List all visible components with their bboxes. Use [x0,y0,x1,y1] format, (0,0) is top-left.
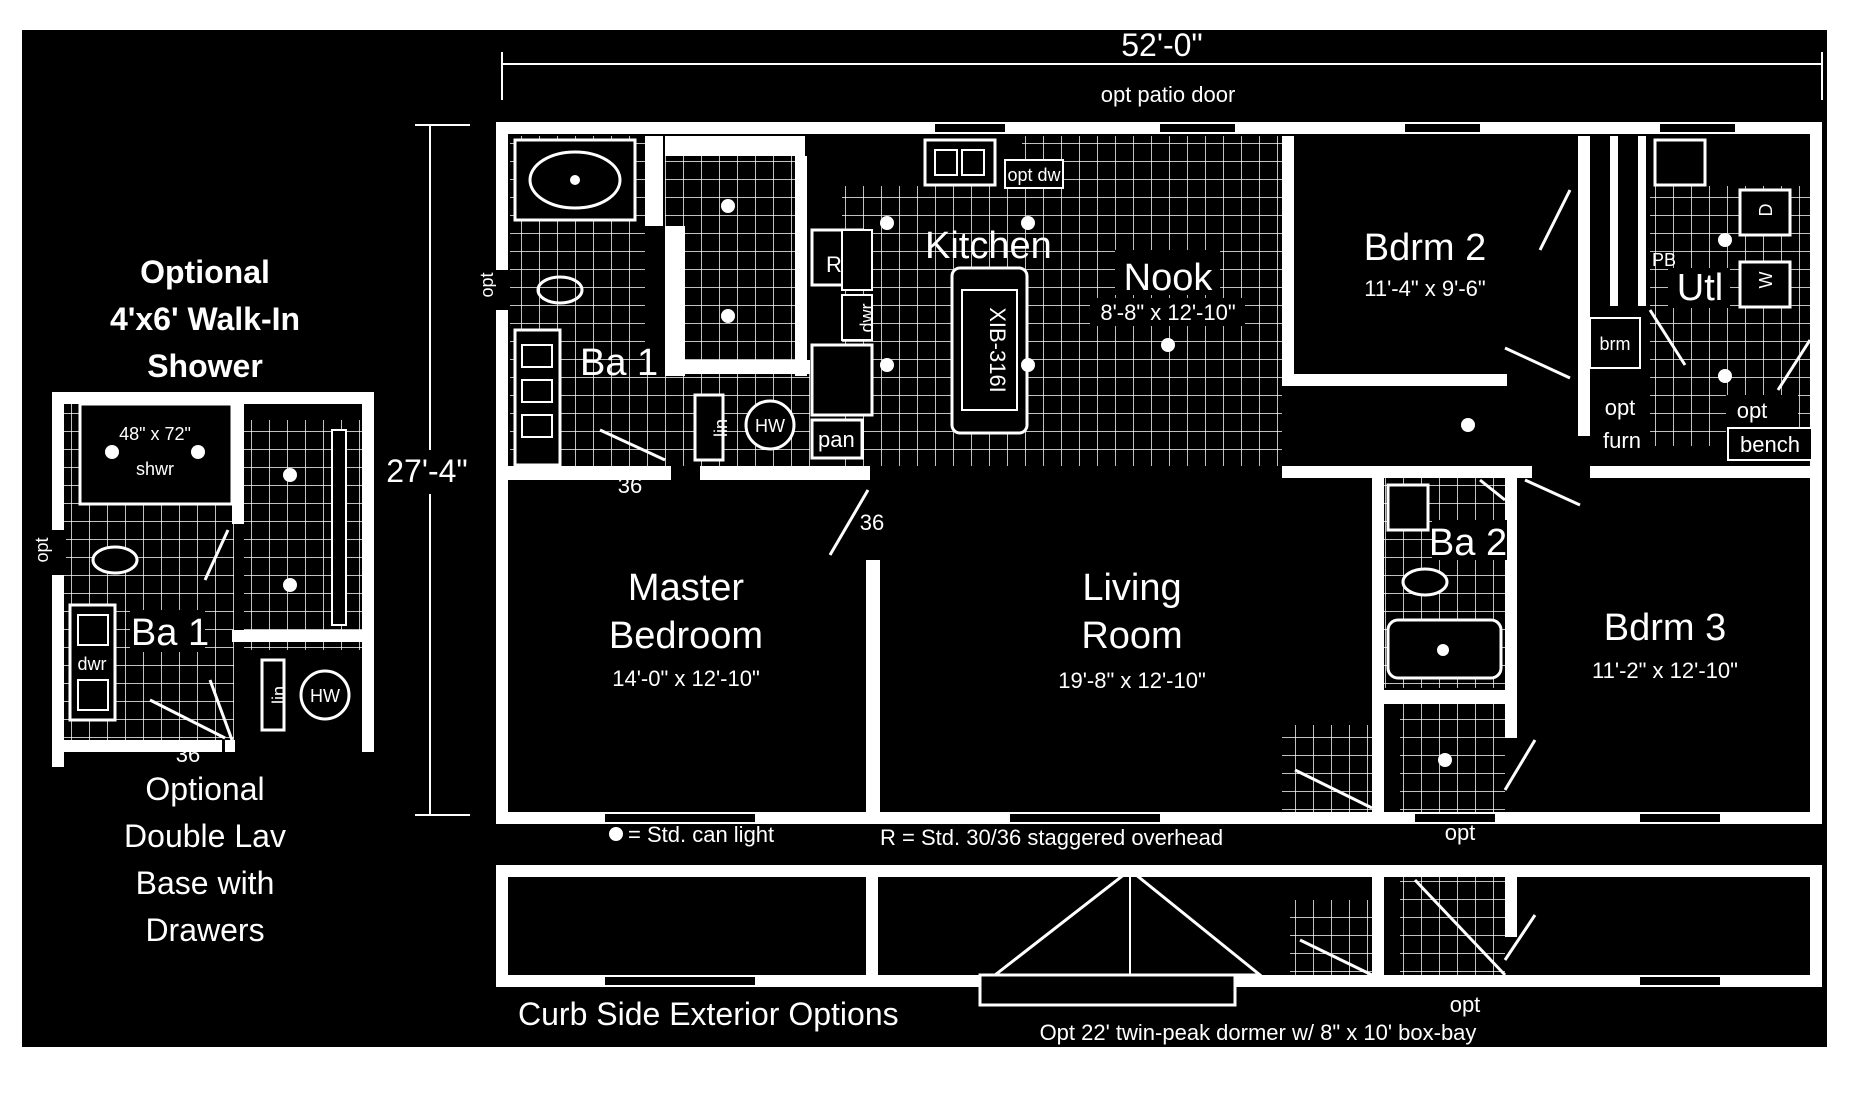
can-light-legend: = Std. can light [628,822,774,847]
drawer-label: dwr [857,303,877,332]
bench-label: bench [1740,432,1800,457]
kitchen-label: Kitchen [925,225,1052,267]
linen-label: lin [711,419,731,437]
opt-bench-label: opt [1737,398,1768,423]
pb-label: PB [1652,250,1676,270]
can-light-symbol [609,827,623,841]
opt-furn-label-1: opt [1605,395,1636,420]
living-label-2: Room [1081,615,1182,657]
inset-water-heater-label: HW [310,686,340,706]
water-heater-icon [744,399,796,451]
washer-label: W [1756,272,1776,289]
opt-window-inset: opt [32,537,52,562]
opt-window-main: opt [477,272,497,297]
inset-floor-plan: 48" x 72" shwr dwr Ba 1 lin HW opt 36 [32,392,374,767]
opt-front-label: opt [1445,820,1476,845]
inset-ba1-label: Ba 1 [131,612,209,654]
opt-curb-label: opt [1450,992,1481,1017]
lav-title-2: Double Lav [124,818,286,854]
overhead-legend: R = Std. 30/36 staggered overhead [880,825,1223,850]
bdrm2-size: 11'-4" x 9'-6" [1364,276,1485,301]
door-36-b: 36 [860,510,884,535]
opt-dw-label: opt dw [1007,165,1061,185]
shower-title-2: 4'x6' Walk-In [110,301,300,337]
depth-label: 27'-4" [386,453,468,489]
kitchen-sink [923,138,997,187]
utility-label: Utl [1677,267,1723,309]
opt-furn-label-2: furn [1603,428,1641,453]
island-label: XIB-316I [985,307,1010,393]
dryer [1738,188,1792,237]
door-36-c: 36 [176,742,200,767]
width-dimension: 52'-0" [501,27,1823,100]
inset-drawer-label: dwr [77,654,106,674]
bdrm2-label: Bdrm 2 [1364,227,1486,269]
toilet-icon [536,275,584,305]
ba1-label: Ba 1 [580,342,658,384]
lav-title-1: Optional [145,771,264,807]
kitchen-island: XIB-316I [950,266,1029,435]
pantry [810,418,864,460]
master-label-1: Master [628,567,744,609]
lav-title-3: Base with [136,865,275,901]
soaking-tub [513,138,637,222]
depth-dimension: 27'-4" [380,124,475,816]
ba2-toilet [1401,567,1449,597]
shower-label: shwr [136,459,174,479]
ba2-label: Ba 2 [1429,522,1507,564]
pantry-label: pan [818,427,855,452]
shower-title-1: Optional [140,254,270,290]
patio-door-note: opt patio door [1101,82,1236,107]
broom-closet-label: brm [1600,334,1631,354]
bdrm3-size: 11'-2" x 12'-10" [1592,658,1738,683]
nook-label: Nook [1124,257,1214,299]
lav-title-4: Drawers [145,912,264,948]
water-heater-label: HW [755,416,785,436]
bdrm3-label: Bdrm 3 [1604,607,1726,649]
ba2-sink [1386,483,1430,532]
range-icon [841,229,873,291]
shower-title-3: Shower [147,348,263,384]
nook-size: 8'-8" x 12'-10" [1100,300,1235,325]
refrigerator-label: R [826,252,842,277]
dryer-label: D [1756,204,1776,217]
walkin-closet-floor [665,136,805,366]
inset-linen-label: lin [269,686,289,704]
shower-size: 48" x 72" [119,424,191,444]
master-label-2: Bedroom [609,615,763,657]
dormer-note: Opt 22' twin-peak dormer w/ 8" x 10' box… [1040,1020,1477,1045]
width-label: 52'-0" [1121,27,1203,63]
living-size: 19'-8" x 12'-10" [1058,668,1206,693]
living-label-1: Living [1082,567,1181,609]
curb-side-title: Curb Side Exterior Options [518,996,899,1032]
washer [1738,260,1792,309]
curb-side-strip [496,865,1822,1007]
vanity-sinks [513,328,562,467]
master-size: 14'-0" x 12'-10" [612,666,760,691]
